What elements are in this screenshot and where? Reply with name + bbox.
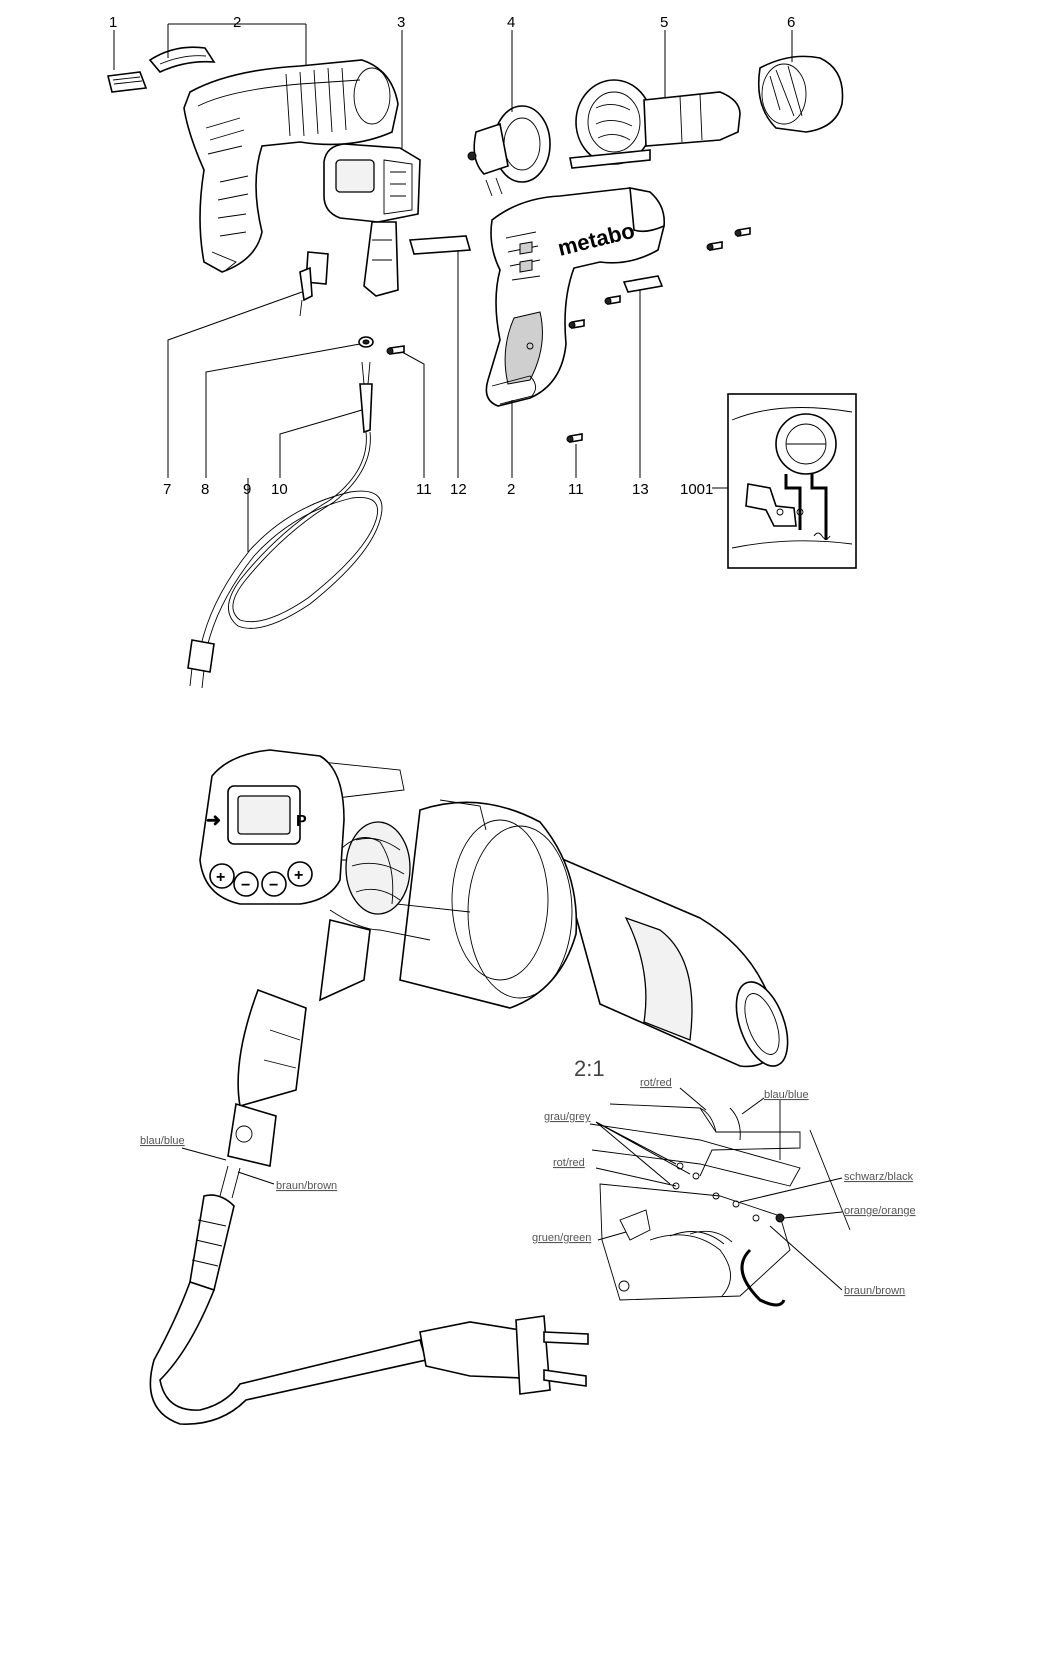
part-label: 9: [243, 481, 251, 498]
part-label: 1001: [680, 481, 713, 498]
detail-2-1-wiring: 2:1 rot/red blau/blue grau/grey rot/red …: [532, 1056, 916, 1307]
assembled-tool-view: ➜ P + − − +: [149, 749, 789, 1425]
part-label: 2: [233, 14, 241, 31]
part-9-power-cable: [187, 431, 383, 689]
wire-label-red-top: rot/red: [640, 1077, 672, 1089]
leader-lines: [113, 23, 793, 552]
part-label: 7: [163, 481, 171, 498]
wire-label-red-mid: rot/red: [553, 1157, 585, 1169]
part-label: 3: [397, 14, 405, 31]
wire-label-grey: grau/grey: [544, 1111, 591, 1123]
part-13-label: [622, 275, 664, 293]
minus-glyph-right: −: [269, 877, 278, 894]
detail-scale-label: 2:1: [574, 1056, 605, 1081]
p-glyph: P: [296, 813, 307, 830]
part-10-strain-relief: [359, 361, 373, 434]
detail-1001-wiring-box: [727, 393, 857, 569]
part-1-label-sticker: [107, 71, 148, 93]
part-2-housing-shell-right: metabo: [485, 187, 666, 407]
part-2-housing-shell-left: [183, 59, 399, 273]
plus-glyph-left: +: [216, 869, 225, 886]
part-label: 2: [507, 481, 515, 498]
wire-label-black: schwarz/black: [844, 1171, 914, 1183]
part-5-heating-element: [569, 79, 741, 169]
part-6-nozzle-cap: [757, 55, 844, 133]
part-11-screws: [386, 227, 751, 443]
part-label: 11: [568, 481, 584, 498]
part-number-labels: 1 2 3 4 5 6 7 8 9 10 11 12 2 11 13 1001: [109, 14, 795, 498]
wire-label-green: gruen/green: [532, 1232, 591, 1244]
part-4-motor-assembly: [467, 105, 551, 197]
plus-glyph-right: +: [294, 867, 303, 884]
left-wire-callouts: blau/blue braun/brown: [140, 1135, 337, 1192]
part-2-cover-clip: [148, 46, 216, 73]
wire-label-brown-left: braun/brown: [276, 1180, 337, 1192]
part-label: 11: [416, 481, 432, 498]
part-label: 8: [201, 481, 209, 498]
part-8-grommet: [358, 336, 374, 348]
part-label: 1: [109, 14, 117, 31]
part-label: 6: [787, 14, 795, 31]
minus-glyph-left: −: [241, 877, 250, 894]
part-label: 10: [271, 481, 288, 498]
part-label: 12: [450, 481, 467, 498]
wire-label-blue-top: blau/blue: [764, 1089, 809, 1101]
wire-label-blue-left: blau/blue: [140, 1135, 185, 1147]
wire-label-brown-right: braun/brown: [844, 1285, 905, 1297]
part-label: 13: [632, 481, 649, 498]
part-label: 5: [660, 14, 668, 31]
part-12-rating-plate: [408, 235, 472, 255]
arrow-glyph: ➜: [206, 810, 221, 830]
wire-label-orange: orange/orange: [844, 1205, 916, 1217]
part-7-switch-bracket: [299, 251, 329, 317]
part-label: 4: [507, 14, 515, 31]
part-3-electronics-module: [323, 143, 421, 297]
